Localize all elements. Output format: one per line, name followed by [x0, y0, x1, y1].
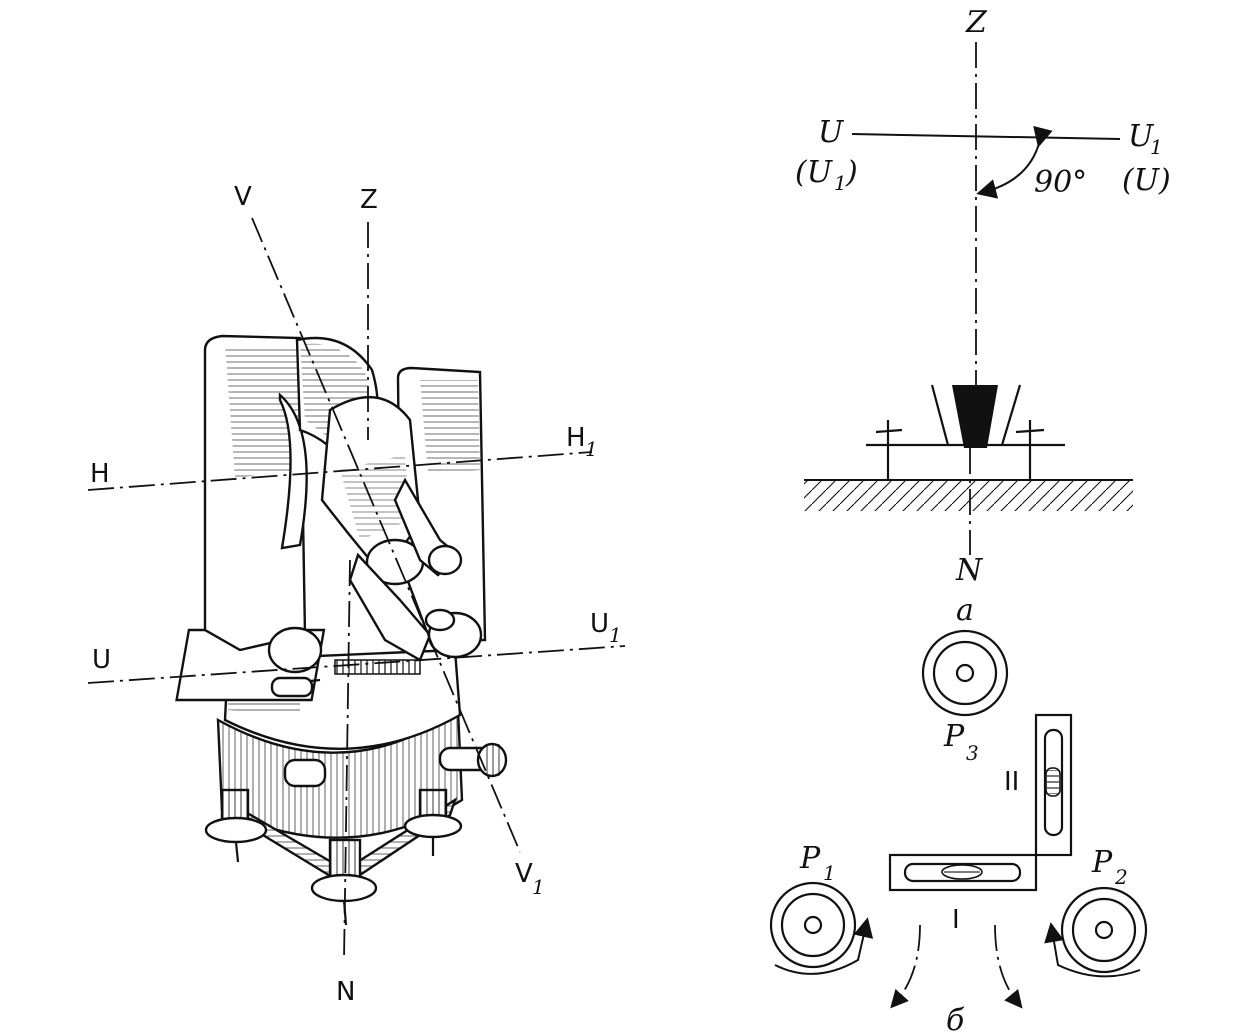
svg-text:U: U — [1128, 119, 1155, 154]
level-ii — [1034, 713, 1073, 857]
footscrew-p1 — [769, 881, 874, 975]
svg-text:1: 1 — [609, 623, 622, 647]
svg-text:1: 1 — [532, 875, 545, 899]
axis-h-h1 — [87, 451, 593, 491]
knob-right — [424, 608, 483, 659]
svg-text:V: V — [515, 859, 533, 889]
plumb-cone — [866, 384, 1065, 448]
label-fig-b: б — [946, 1003, 965, 1033]
tripod-screw-left — [875, 420, 903, 480]
label-p3: P 3 — [943, 719, 979, 765]
label-p1: P 1 — [799, 841, 836, 885]
tripod-screw-right — [1015, 420, 1045, 480]
label-v1: V 1 — [515, 859, 545, 899]
axis-u-right — [851, 133, 1121, 140]
foot-screw-right — [403, 788, 463, 856]
axis-v-v1 — [251, 217, 521, 853]
svg-text:P: P — [799, 841, 821, 876]
label-u-right: U — [818, 115, 845, 150]
label-h: H — [90, 459, 110, 489]
svg-text:(U: (U — [795, 155, 834, 190]
rotation-arrow-right — [994, 924, 1023, 1009]
label-z-right: Z — [965, 5, 988, 40]
svg-text:P: P — [1091, 845, 1113, 880]
level-i — [888, 853, 1038, 892]
axis-u-u1 — [87, 645, 626, 684]
rotation-arrow-left — [890, 924, 921, 1009]
svg-text:3: 3 — [966, 741, 979, 765]
svg-text:U: U — [590, 609, 609, 639]
axis-n — [343, 559, 351, 961]
axes-diagram: Z U (U 1 ) U 1 (U) 90° — [769, 5, 1171, 1033]
label-u: U — [92, 645, 111, 675]
svg-text:1: 1 — [1150, 135, 1163, 159]
label-fig-a: a — [956, 593, 974, 628]
label-z: Z — [360, 185, 378, 215]
svg-text:H: H — [566, 423, 586, 453]
standard-left — [203, 334, 308, 652]
ground — [804, 479, 1133, 511]
svg-text:P: P — [943, 719, 965, 754]
label-ii: II — [1004, 767, 1019, 797]
label-u1-right: U 1 — [1128, 119, 1163, 159]
label-n-right: N — [955, 553, 984, 588]
label-u1-paren: (U 1 ) — [795, 155, 858, 195]
svg-text:1: 1 — [585, 437, 598, 461]
label-v: V — [234, 182, 252, 212]
label-h1: H 1 — [566, 423, 598, 461]
svg-text:): ) — [845, 155, 858, 190]
footscrew-p2 — [1044, 886, 1148, 978]
svg-text:1: 1 — [823, 861, 836, 885]
label-u-paren: (U) — [1122, 163, 1171, 198]
theodolite-drawing: V Z H H 1 U U 1 V 1 N — [87, 182, 626, 1007]
angle-arc — [976, 125, 1053, 199]
label-angle: 90° — [1034, 165, 1087, 200]
label-p2: P 2 — [1091, 845, 1128, 889]
footscrew-p3 — [921, 629, 1009, 717]
label-n: N — [336, 977, 355, 1007]
knob-left — [267, 626, 323, 698]
telescope — [320, 396, 463, 662]
label-i: I — [952, 905, 960, 935]
svg-text:1: 1 — [834, 171, 847, 195]
label-u1: U 1 — [590, 609, 622, 647]
svg-text:2: 2 — [1114, 865, 1128, 889]
foot-screw-left — [204, 788, 268, 863]
